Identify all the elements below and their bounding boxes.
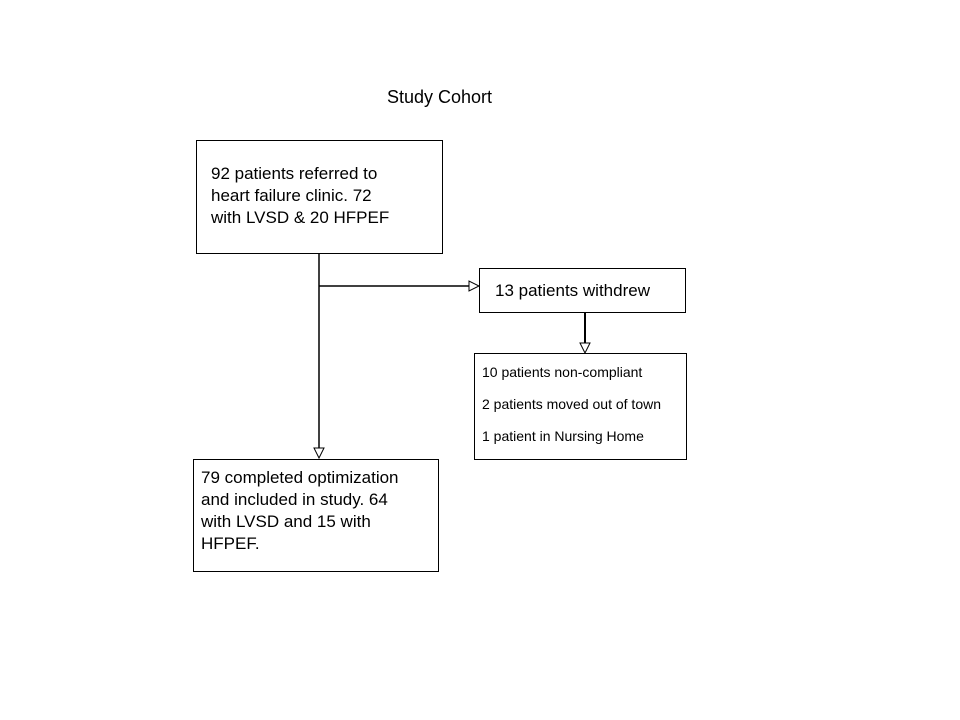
arrowhead-to-withdrew (468, 280, 481, 292)
diagram-title: Study Cohort (387, 87, 493, 107)
withdrawal-reason-item: 2 patients moved out of town (482, 396, 661, 412)
withdrawal-reason-item: 1 patient in Nursing Home (482, 428, 644, 444)
completed-patients-text: 79 completed optimization and included i… (201, 468, 399, 553)
withdrawal-reason-item: 10 patients non-compliant (482, 364, 643, 380)
withdrew-patients-box: 13 patients withdrew (479, 268, 686, 313)
withdrawal-reasons-box: 10 patients non-compliant 2 patients mov… (474, 353, 687, 460)
arrowhead-to-completed (313, 447, 325, 460)
arrowhead-to-reasons (579, 342, 591, 355)
withdrew-patients-text: 13 patients withdrew (495, 281, 650, 300)
completed-patients-box: 79 completed optimization and included i… (193, 459, 439, 572)
referred-patients-box: 92 patients referred to heart failure cl… (196, 140, 443, 254)
referred-patients-text: 92 patients referred to heart failure cl… (211, 164, 390, 227)
